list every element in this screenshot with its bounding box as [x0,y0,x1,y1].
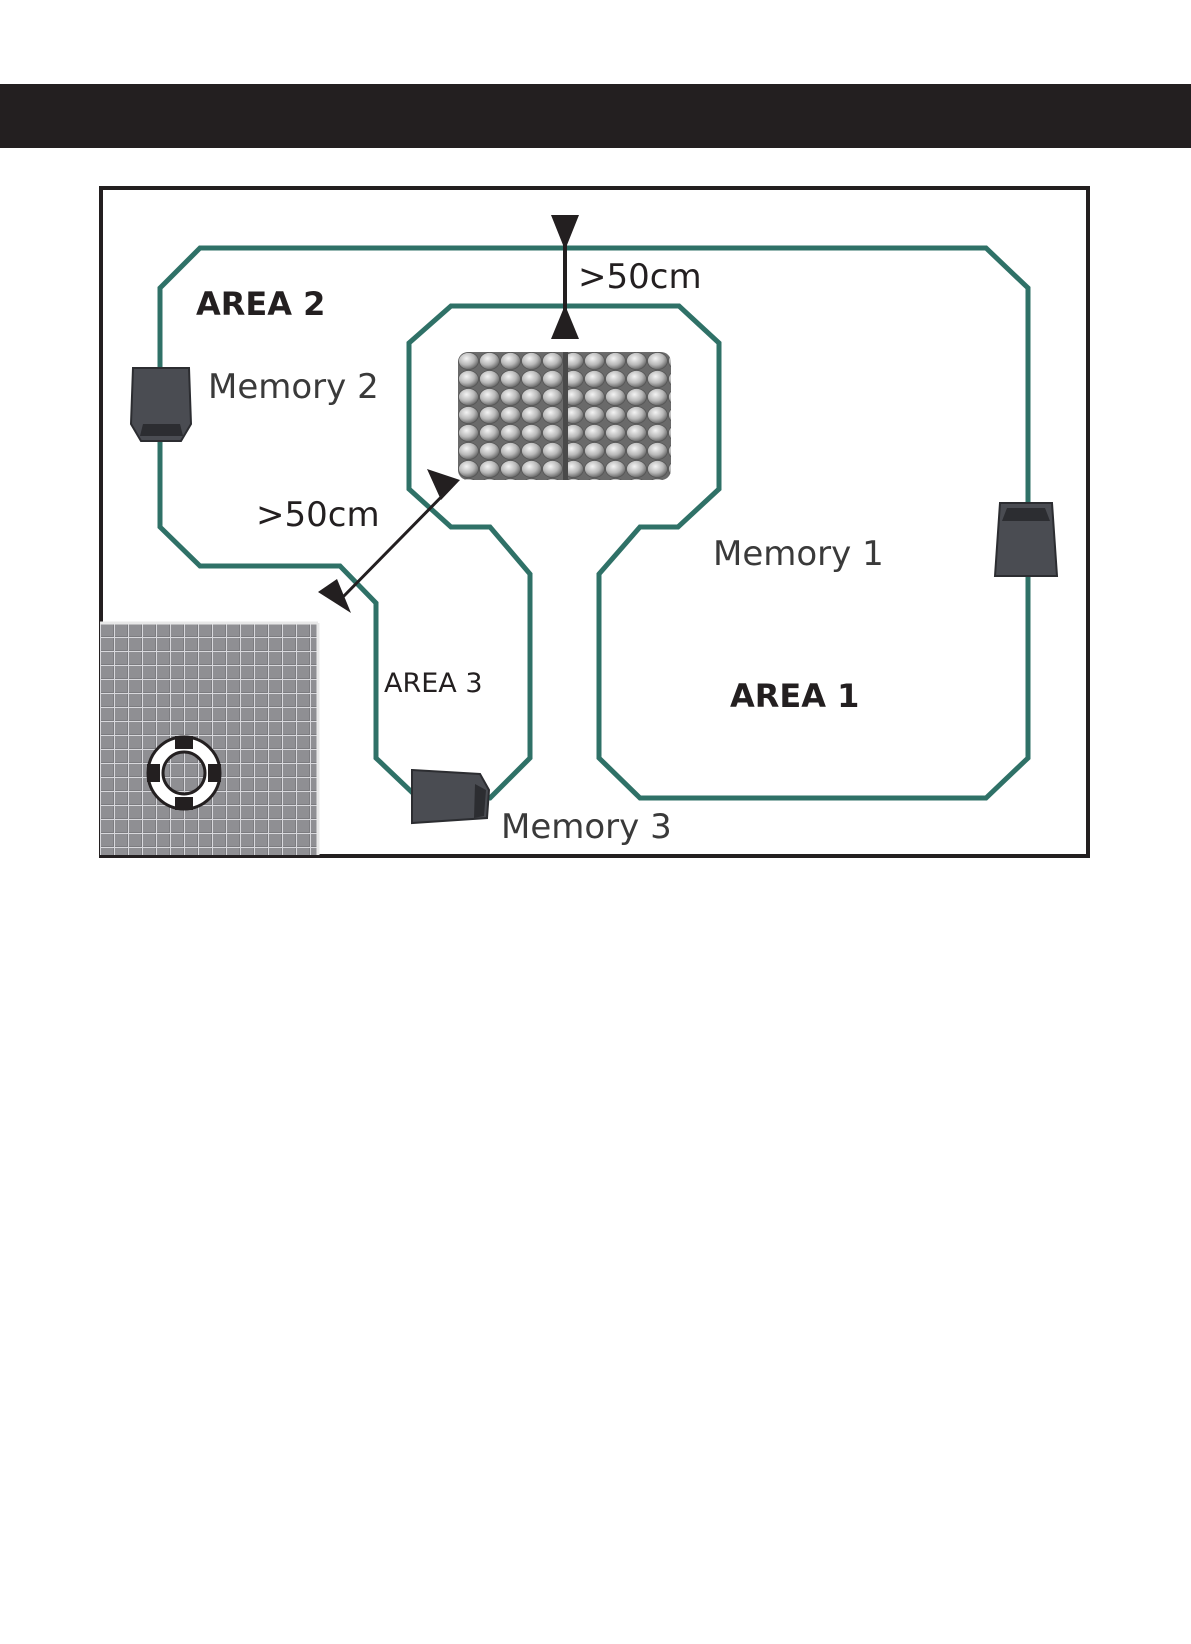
memory1-label: Memory 1 [713,537,884,571]
memory3-label: Memory 3 [501,810,672,844]
area2-label: AREA 2 [196,288,325,320]
area1-label: AREA 1 [730,680,859,712]
area3-label: AREA 3 [384,670,483,697]
mower-icon-memory1 [995,503,1057,576]
hedge-icon [458,352,671,480]
pool-tiles [100,623,318,855]
distance-arrow-top [551,215,579,339]
distance-left-label: >50cm [256,498,380,532]
pool-icon [100,623,318,855]
mower-icon-memory3 [412,770,489,823]
distance-top-label: >50cm [578,260,702,294]
mower-icon-memory2 [131,368,191,441]
memory2-label: Memory 2 [208,370,379,404]
distance-arrow-left [318,469,460,613]
